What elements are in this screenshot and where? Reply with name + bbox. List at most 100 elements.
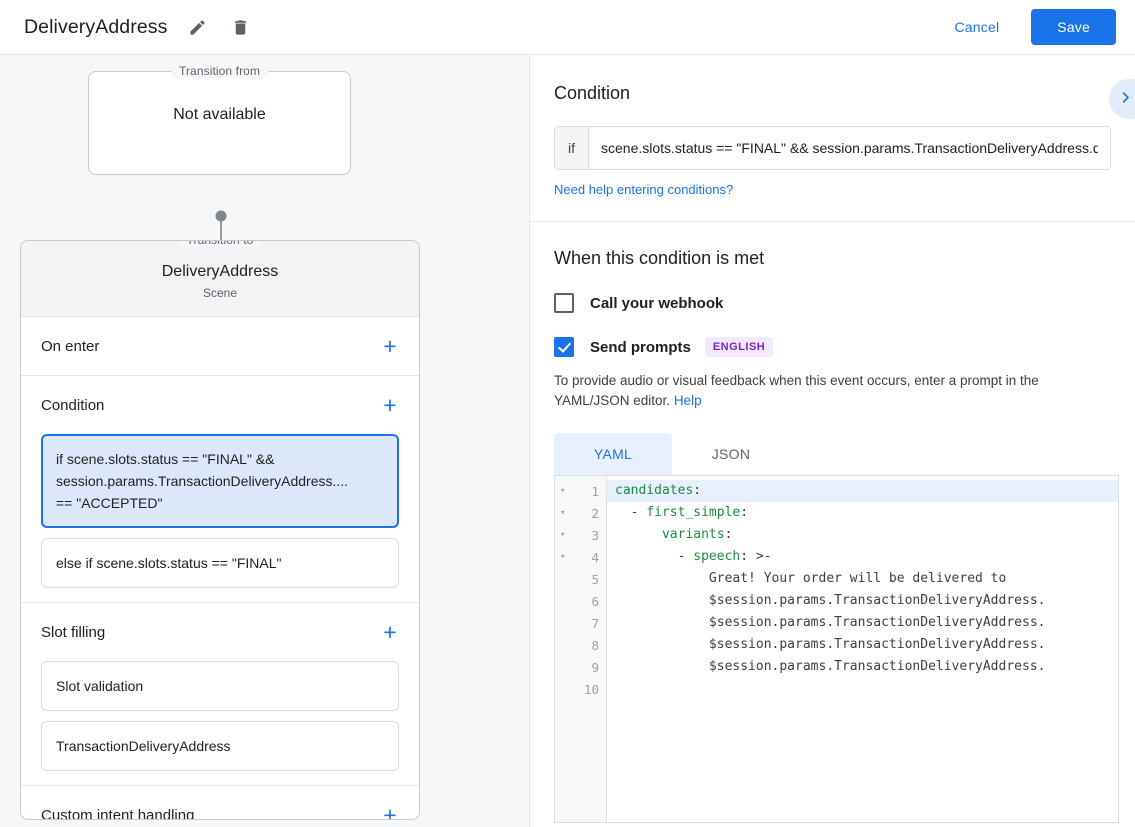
fold-arrow-icon[interactable]: ▾	[560, 552, 566, 562]
list-item-selected[interactable]: if scene.slots.status == "FINAL" &&sessi…	[41, 434, 399, 528]
cancel-button[interactable]: Cancel	[941, 10, 1014, 44]
section-header: Slot filling +	[21, 603, 419, 661]
scene-section: Condition + if scene.slots.status == "FINA…	[21, 376, 419, 603]
code-line	[607, 678, 1118, 700]
scene-sections: On enter + Condition + if scene.slots.status…	[21, 317, 419, 820]
gutter-line: ▾2	[555, 502, 606, 524]
yaml-text: $session.params.TransactionDeliveryAddre…	[615, 637, 1046, 652]
list-item-line: == "ACCEPTED"	[56, 495, 163, 511]
gutter-line: ▾4	[555, 546, 606, 568]
gutter-line: 6	[555, 590, 606, 612]
gutter-line: 9	[555, 656, 606, 678]
yaml-text: :	[693, 483, 702, 498]
list-item[interactable]: TransactionDeliveryAddress	[41, 721, 399, 771]
line-number: 2	[591, 505, 599, 521]
list-item-line: Slot validation	[56, 678, 144, 694]
yaml-text: -	[615, 549, 694, 564]
if-label: if	[555, 127, 589, 169]
section-header: Condition +	[21, 376, 419, 434]
code-line: variants:	[607, 524, 1118, 546]
prompts-hint-text: To provide audio or visual feedback when…	[554, 373, 1039, 408]
editor-format-tabs: YAML JSON	[554, 433, 1111, 475]
list-item-line: session.params.TransactionDeliveryAddres…	[56, 473, 349, 489]
code-line: $session.params.TransactionDeliveryAddre…	[607, 634, 1118, 656]
yaml-key: candidates	[615, 483, 694, 498]
prompts-help-link[interactable]: Help	[673, 393, 702, 408]
yaml-text: :	[740, 505, 749, 520]
transition-from-legend: Transition from	[170, 64, 269, 78]
section-title: Custom intent handling	[41, 806, 195, 820]
pencil-icon	[188, 18, 207, 37]
details-panel: Condition if Need help entering conditio…	[530, 55, 1135, 827]
list-item[interactable]: Slot validation	[41, 661, 399, 711]
section-title: On enter	[41, 337, 100, 355]
language-badge: ENGLISH	[704, 337, 774, 357]
expand-panel-button[interactable]	[1109, 79, 1135, 119]
yaml-text: $session.params.TransactionDeliveryAddre…	[615, 659, 1046, 674]
line-number: 9	[591, 659, 599, 675]
add-button[interactable]: +	[377, 802, 403, 820]
yaml-key: first_simple	[646, 505, 741, 520]
scene-section: On enter +	[21, 317, 419, 376]
call-webhook-checkbox[interactable]	[554, 293, 574, 313]
condition-input[interactable]	[589, 127, 1110, 169]
yaml-key: speech	[693, 549, 741, 564]
transition-from-card: Transition from Not available	[88, 64, 351, 175]
code-line: $session.params.TransactionDeliveryAddre…	[607, 590, 1118, 612]
list-item[interactable]: else if scene.slots.status == "FINAL"	[41, 538, 399, 588]
yaml-text: $session.params.TransactionDeliveryAddre…	[615, 615, 1046, 630]
code-line: Great! Your order will be delivered to	[607, 568, 1118, 590]
scene-section: Custom intent handling +	[21, 786, 419, 820]
tab-json[interactable]: JSON	[672, 433, 790, 475]
page-title: DeliveryAddress	[24, 15, 168, 38]
yaml-text	[615, 527, 662, 542]
condition-help-link[interactable]: Need help entering conditions?	[554, 182, 734, 197]
save-button[interactable]: Save	[1031, 9, 1116, 45]
fold-arrow-icon[interactable]: ▾	[560, 530, 566, 540]
code-line: - speech: >-	[607, 546, 1118, 568]
prompts-hint: To provide audio or visual feedback when…	[554, 371, 1111, 411]
when-condition-met-section: When this condition is met Call your web…	[530, 222, 1135, 823]
edit-name-button[interactable]	[179, 9, 215, 45]
fold-arrow-icon[interactable]: ▾	[560, 486, 566, 496]
condition-section: Condition if Need help entering conditio…	[530, 55, 1135, 222]
send-prompts-checkbox[interactable]	[554, 337, 574, 357]
add-button[interactable]: +	[377, 619, 403, 645]
call-webhook-label: Call your webhook	[590, 294, 724, 312]
send-prompts-label: Send prompts	[590, 338, 691, 356]
list-item-line: else if scene.slots.status == "FINAL"	[56, 555, 282, 571]
yaml-text: -	[615, 505, 647, 520]
scene-type: Scene	[202, 286, 238, 300]
list-item-line: TransactionDeliveryAddress	[56, 738, 231, 754]
fold-arrow-icon[interactable]: ▾	[560, 508, 566, 518]
transition-to-legend: Transition to	[178, 241, 262, 247]
yaml-text: : >-	[740, 549, 772, 564]
condition-input-row[interactable]: if	[554, 126, 1111, 170]
trash-icon	[231, 18, 250, 37]
gutter-line: 7	[555, 612, 606, 634]
yaml-text: Great! Your order will be delivered to	[615, 571, 1007, 586]
editor-code-area[interactable]: candidates: - first_simple: variants: - …	[607, 476, 1118, 822]
line-number: 1	[591, 483, 599, 499]
line-number: 3	[591, 527, 599, 543]
section-header: Custom intent handling +	[21, 786, 419, 820]
add-button[interactable]: +	[377, 333, 403, 359]
yaml-text: :	[724, 527, 733, 542]
app-header: DeliveryAddress Cancel Save	[0, 0, 1135, 55]
gutter-line: 8	[555, 634, 606, 656]
section-title: Slot filling	[41, 623, 106, 641]
scene-name: DeliveryAddress	[161, 263, 279, 280]
line-number: 10	[583, 681, 599, 697]
tab-yaml[interactable]: YAML	[554, 433, 672, 475]
section-title: Condition	[41, 396, 105, 414]
code-line: candidates:	[607, 480, 1118, 502]
add-button[interactable]: +	[377, 392, 403, 418]
line-number: 4	[591, 549, 599, 565]
scene-header: DeliveryAddress Scene	[21, 241, 419, 317]
delete-button[interactable]	[222, 9, 258, 45]
scene-graph-panel: Transition from Not available Transition…	[0, 55, 530, 827]
gutter-line: 10	[555, 678, 606, 700]
